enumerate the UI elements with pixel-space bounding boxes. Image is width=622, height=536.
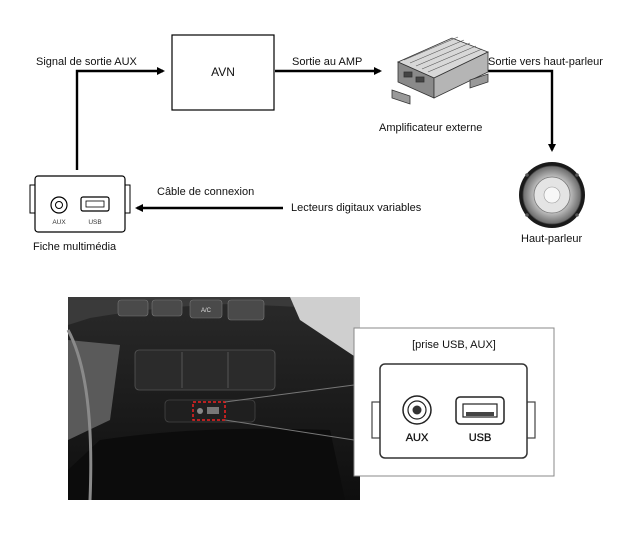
avn-box [171, 34, 275, 111]
multimedia-jack-label: Fiche multimédia [33, 241, 117, 253]
port-aux-label: AUX [52, 219, 66, 226]
speaker-output-label: Sortie vers haut-parleur [488, 56, 603, 68]
arrow-aux-to-avn [75, 67, 165, 170]
amplifier-label: Amplificateur externe [379, 122, 483, 134]
players-label: Lecteurs digitaux variables [291, 202, 422, 214]
callout-lines [224, 384, 355, 441]
avn-label: AVN [211, 65, 235, 79]
speaker-label: Haut-parleur [521, 233, 583, 245]
port-usb-label: USB [88, 219, 101, 226]
arrows [75, 67, 556, 212]
amplifier-illustration [391, 36, 490, 105]
jack-highlight [192, 401, 226, 421]
amp-output-label: Sortie au AMP [292, 56, 363, 68]
console-photo: A/C [66, 297, 360, 501]
usb-port-label: USB [469, 432, 492, 444]
aux-port-label: AUX [406, 432, 429, 444]
ac-button-label: A/C [201, 308, 212, 314]
speaker-illustration [519, 162, 585, 228]
multimedia-jack-small: AUX USB [29, 175, 131, 233]
callout-title: [prise USB, AUX] [412, 339, 496, 351]
aux-signal-label: Signal de sortie AUX [36, 56, 137, 68]
arrow-amp-to-speaker [486, 69, 556, 152]
cable-label: Câble de connexion [157, 186, 255, 198]
callout-box: [prise USB, AUX] AUX USB [353, 327, 555, 477]
